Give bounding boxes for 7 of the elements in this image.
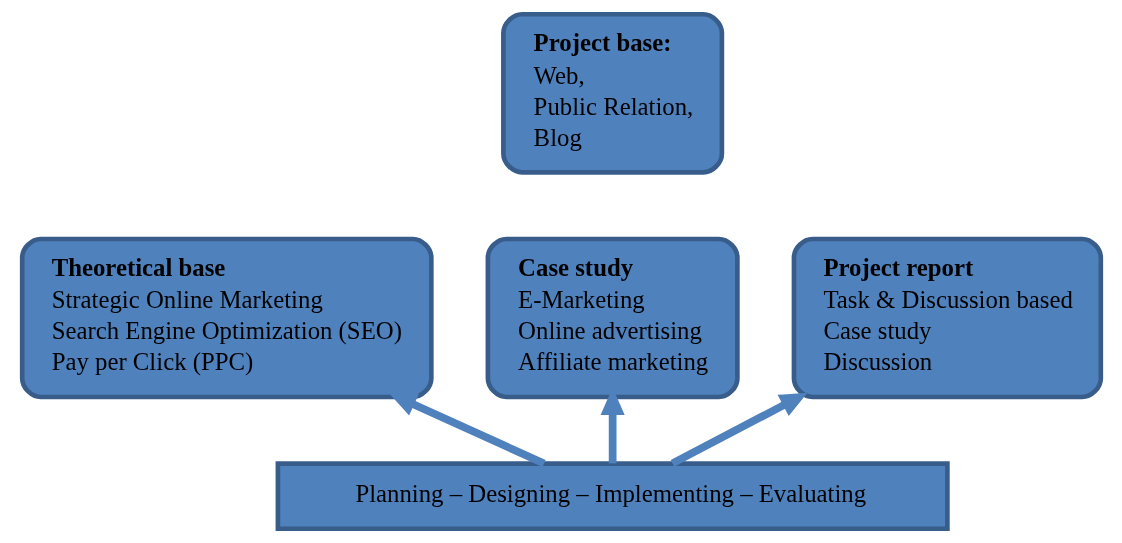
node-box: Project report Task & Discussion based Case study Discussion xyxy=(791,236,1103,400)
node-box: Planning – Designing – Implementing – Evaluating xyxy=(275,461,950,532)
node-box: Project base: Web, Public Relation, Blog xyxy=(500,11,724,175)
node-box: Theoretical base Strategic Online Marketing Search Engine Optimization (SEO) Pay per Click (PPC) xyxy=(19,236,434,400)
node-box: Case study E-Marketing Online advertising Affiliate marketing xyxy=(485,236,740,400)
arrow xyxy=(670,392,807,467)
arrow xyxy=(388,393,546,468)
